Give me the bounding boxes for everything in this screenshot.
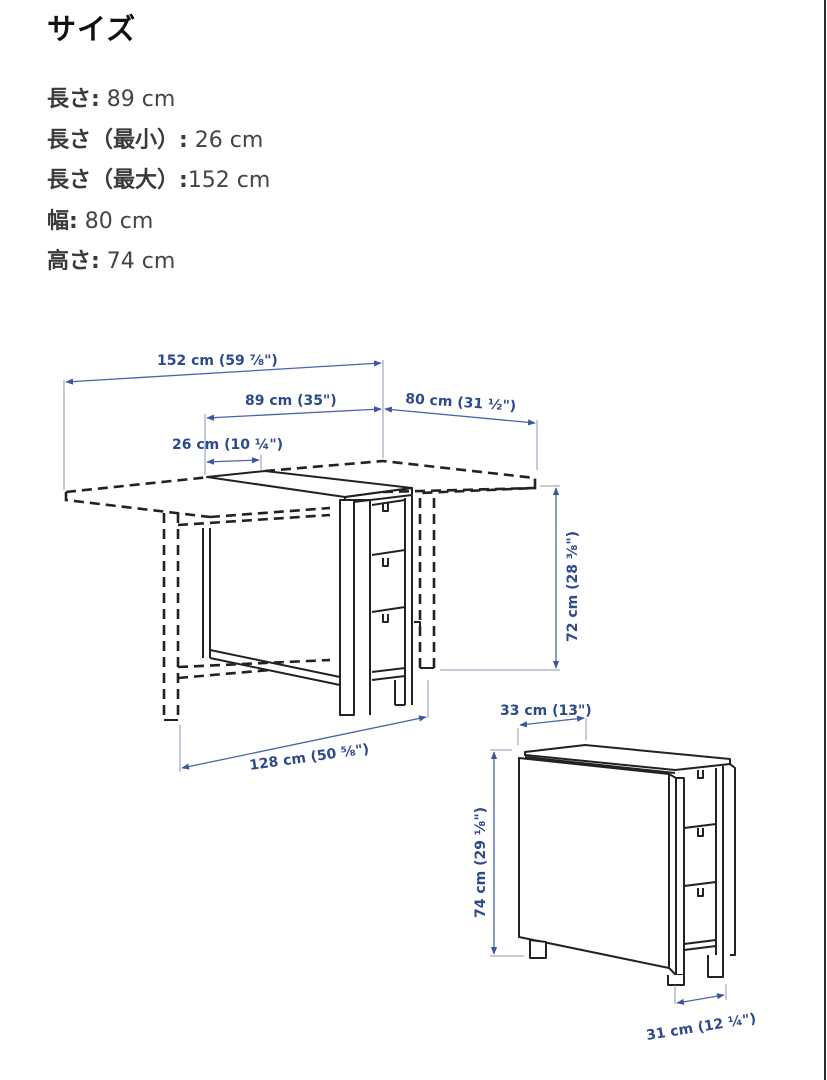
dim-width: 80 cm (31 ½") xyxy=(405,391,517,415)
unfolded-table-drawing xyxy=(64,459,537,721)
dim-height-folded: 74 cm (29 ⅛") xyxy=(473,807,489,918)
section-title: サイズ xyxy=(47,12,137,46)
dim-length: 89 cm (35") xyxy=(245,393,337,409)
dim-leg-span: 128 cm (50 ⅝") xyxy=(248,741,370,774)
dim-min-length: 26 cm (10 ¼") xyxy=(172,437,283,453)
dim-max-length: 152 cm (59 ⅞") xyxy=(157,353,278,369)
spec-value: 80 cm xyxy=(77,208,154,234)
spec-length-min: 長さ（最小）: 26 cm xyxy=(47,125,270,166)
folded-table-drawing xyxy=(518,744,736,986)
spec-value: 26 cm xyxy=(187,127,264,153)
dim-top-depth: 33 cm (13") xyxy=(500,703,592,719)
spec-value: 89 cm xyxy=(99,87,176,112)
spec-length-max: 長さ（最大）:152 cm xyxy=(47,165,270,206)
spec-height: 高さ: 74 cm xyxy=(47,246,270,287)
spec-list: 長さ: 89 cm 長さ（最小）: 26 cm 長さ（最大）:152 cm 幅:… xyxy=(47,84,270,287)
spec-label: 幅: xyxy=(47,208,78,234)
spec-length: 長さ: 89 cm xyxy=(47,84,270,125)
spec-label: 高さ: xyxy=(47,249,100,274)
spec-width: 幅: 80 cm xyxy=(47,206,270,247)
spec-value: 74 cm xyxy=(99,249,176,274)
dim-base-depth: 31 cm (12 ¼") xyxy=(645,1011,757,1044)
image-right-border xyxy=(824,0,826,1080)
spec-label: 長さ（最小）: xyxy=(47,127,188,153)
spec-label: 長さ: xyxy=(47,87,100,112)
spec-label: 長さ（最大）: xyxy=(47,168,188,193)
dim-height-unfolded: 72 cm (28 ⅜") xyxy=(565,531,581,642)
spec-value: 152 cm xyxy=(187,168,271,193)
